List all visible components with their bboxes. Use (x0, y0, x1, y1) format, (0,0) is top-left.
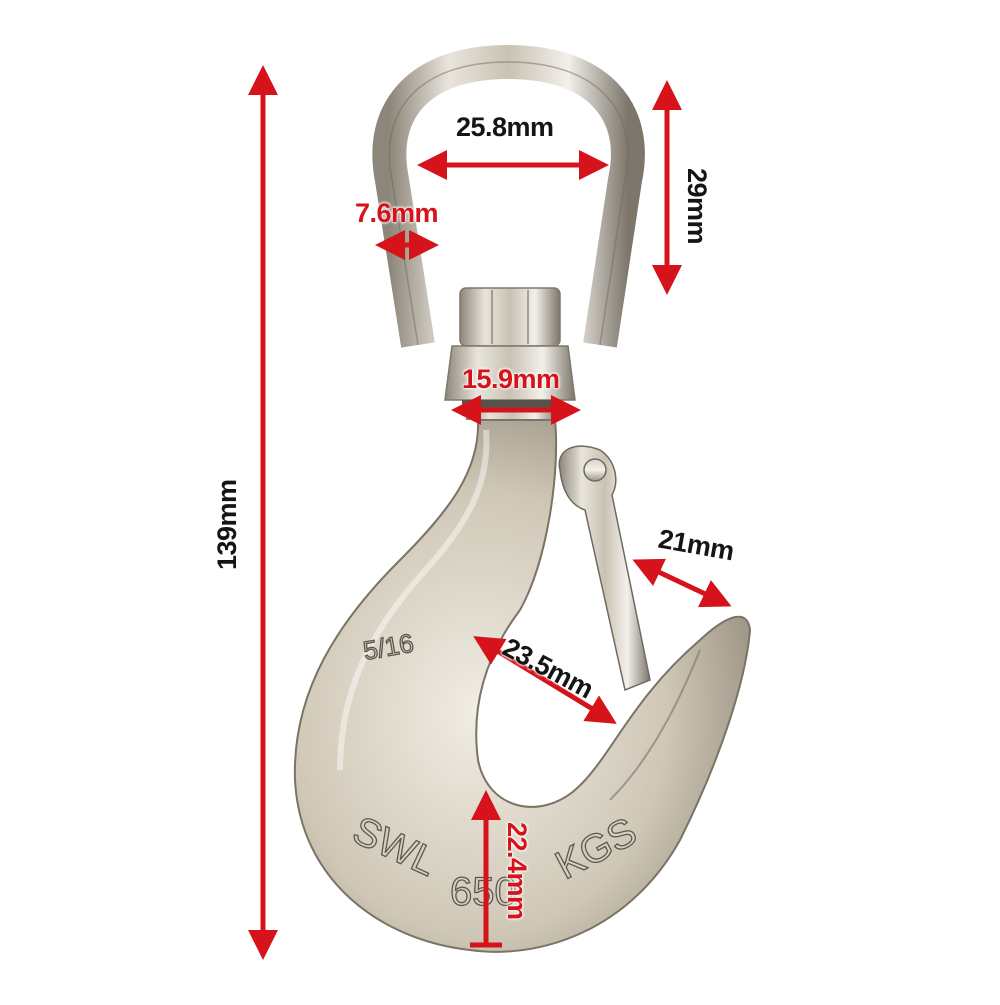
label-wire-thickness: 7.6mm (355, 198, 439, 228)
arrow-latch-opening (632, 558, 732, 608)
label-neck-width: 15.9mm (462, 364, 560, 394)
label-eye-width: 25.8mm (456, 112, 554, 142)
swivel-eye (372, 45, 645, 348)
label-overall-length: 139mm (212, 479, 242, 570)
stamped-load: 650 (450, 870, 517, 914)
label-eye-height: 29mm (682, 168, 712, 245)
safety-latch (558, 445, 651, 692)
stamped-size: 5/16 (361, 628, 416, 666)
dimension-arrows (248, 65, 732, 960)
hex-nut (459, 287, 561, 347)
arrow-throat-opening (473, 636, 617, 724)
label-base-thickness: 22.4mm (502, 822, 532, 920)
